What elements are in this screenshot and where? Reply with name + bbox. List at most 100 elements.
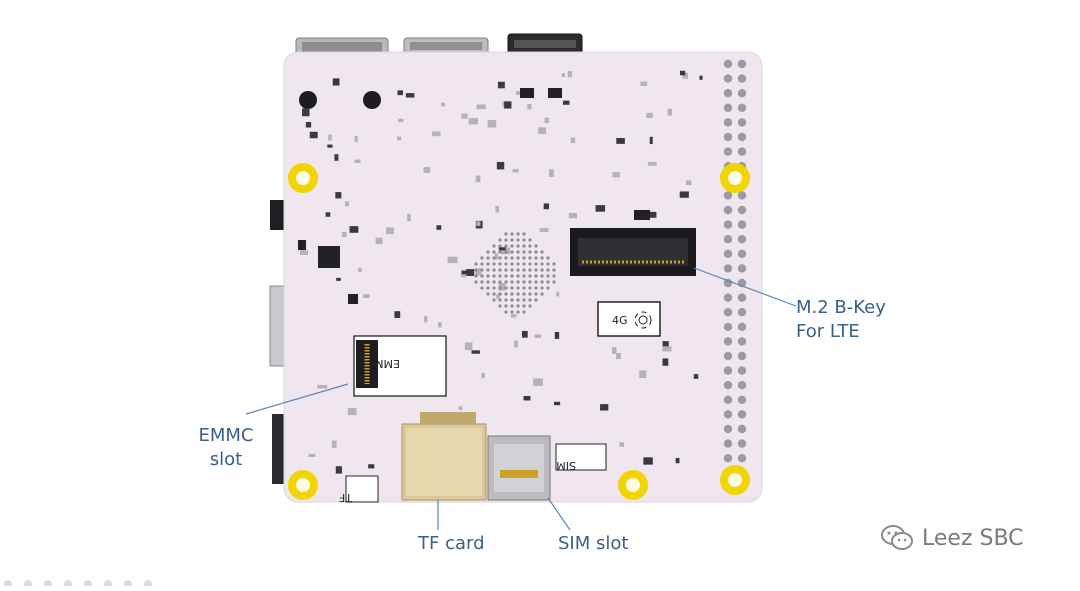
smd-part — [460, 273, 467, 278]
mounting-hole-bottom-middle — [618, 470, 648, 500]
gpio-pin — [723, 220, 733, 229]
bga-pad — [534, 256, 538, 260]
gpio-pin — [737, 308, 747, 317]
gpio-pin — [737, 89, 747, 98]
bga-pad — [516, 256, 520, 260]
emmc-callout-line2: slot — [209, 449, 243, 470]
smd-part — [679, 191, 689, 198]
bga-pad — [510, 250, 514, 254]
smd-part — [682, 72, 689, 79]
bga-pad — [534, 250, 538, 254]
bga-pad — [540, 256, 544, 260]
bga-pad — [504, 292, 508, 296]
bga-pad — [522, 304, 526, 308]
bga-pad — [480, 268, 484, 272]
bga-pad — [546, 268, 550, 272]
smd-part — [554, 331, 560, 339]
gpio-pin — [723, 249, 733, 258]
gpio-pin — [723, 439, 733, 448]
bga-pad — [498, 280, 502, 284]
bga-pad — [516, 262, 520, 266]
gpio-pin — [737, 118, 747, 127]
smd-part — [567, 71, 573, 78]
smd-part — [510, 314, 517, 318]
gpio-pin — [723, 103, 733, 113]
smd-part — [498, 247, 506, 251]
gpio-pin — [723, 191, 733, 200]
smd-part — [397, 136, 402, 141]
bga-pad — [498, 298, 502, 302]
gpio-pin — [737, 191, 747, 200]
emmc-callout-label: EMMC slot — [196, 424, 256, 472]
ic-chip — [348, 294, 358, 304]
smd-part — [543, 203, 550, 210]
bga-pad — [486, 274, 490, 278]
bga-pad — [522, 274, 526, 278]
bga-pad — [546, 286, 550, 290]
bga-pad — [552, 274, 556, 278]
smd-part — [521, 330, 528, 338]
m2-callout-line1: M.2 B-Key — [796, 297, 886, 318]
bga-pad — [534, 268, 538, 272]
gpio-pin — [737, 439, 747, 448]
bga-pad — [516, 232, 520, 236]
bga-pad — [552, 280, 556, 284]
smd-part — [570, 137, 576, 144]
mounting-hole-bottom-left — [288, 470, 318, 500]
bga-pad — [510, 274, 514, 278]
bga-pad — [540, 250, 544, 254]
smd-part — [647, 161, 657, 166]
bga-pad — [492, 286, 496, 290]
smd-part — [407, 213, 411, 222]
smd-part — [595, 205, 606, 212]
smd-part — [302, 108, 310, 117]
smd-part — [405, 93, 415, 98]
bga-pad — [534, 286, 538, 290]
bga-pad — [498, 262, 502, 266]
bga-pad — [528, 298, 532, 302]
gpio-pin — [723, 89, 733, 98]
gpio-pin — [737, 454, 747, 463]
bga-pad — [504, 268, 508, 272]
bga-pad — [522, 244, 526, 248]
smd-part — [640, 81, 648, 86]
smd-part — [354, 135, 358, 142]
smd-part — [471, 350, 480, 354]
sim-slot-callout-label: SIM slot — [558, 533, 629, 554]
smd-part — [619, 442, 625, 447]
gpio-pin — [737, 74, 747, 83]
bga-pad — [528, 256, 532, 260]
lte-silkscreen-label: 4G — [612, 314, 628, 327]
bga-pad — [474, 280, 478, 284]
bga-pad — [510, 244, 514, 248]
bga-pad — [504, 274, 508, 278]
bga-pad — [522, 262, 526, 266]
bga-pad — [486, 268, 490, 272]
bga-pad — [510, 286, 514, 290]
bga-pad — [504, 280, 508, 284]
bga-pad — [510, 292, 514, 296]
bga-pad — [492, 262, 496, 266]
bga-pad — [522, 292, 526, 296]
bga-pad — [480, 262, 484, 266]
gpio-pin — [737, 322, 747, 331]
bga-pad — [546, 262, 550, 266]
smd-part — [317, 384, 328, 389]
gpio-pin — [737, 293, 747, 302]
bga-pad — [492, 280, 496, 284]
bga-pad — [492, 256, 496, 260]
bga-pad — [492, 244, 496, 248]
bga-pad — [546, 256, 550, 260]
bga-pad — [480, 274, 484, 278]
wechat-icon — [881, 525, 913, 550]
ic-chip — [298, 240, 306, 250]
smd-part — [466, 269, 475, 276]
bga-pad — [492, 250, 496, 254]
smd-part — [335, 192, 342, 199]
smd-part — [349, 226, 359, 233]
gpio-pin — [723, 454, 733, 463]
smd-part — [458, 406, 463, 411]
gpio-pin — [737, 264, 747, 273]
bga-pad — [516, 280, 520, 284]
bga-pad — [498, 268, 502, 272]
